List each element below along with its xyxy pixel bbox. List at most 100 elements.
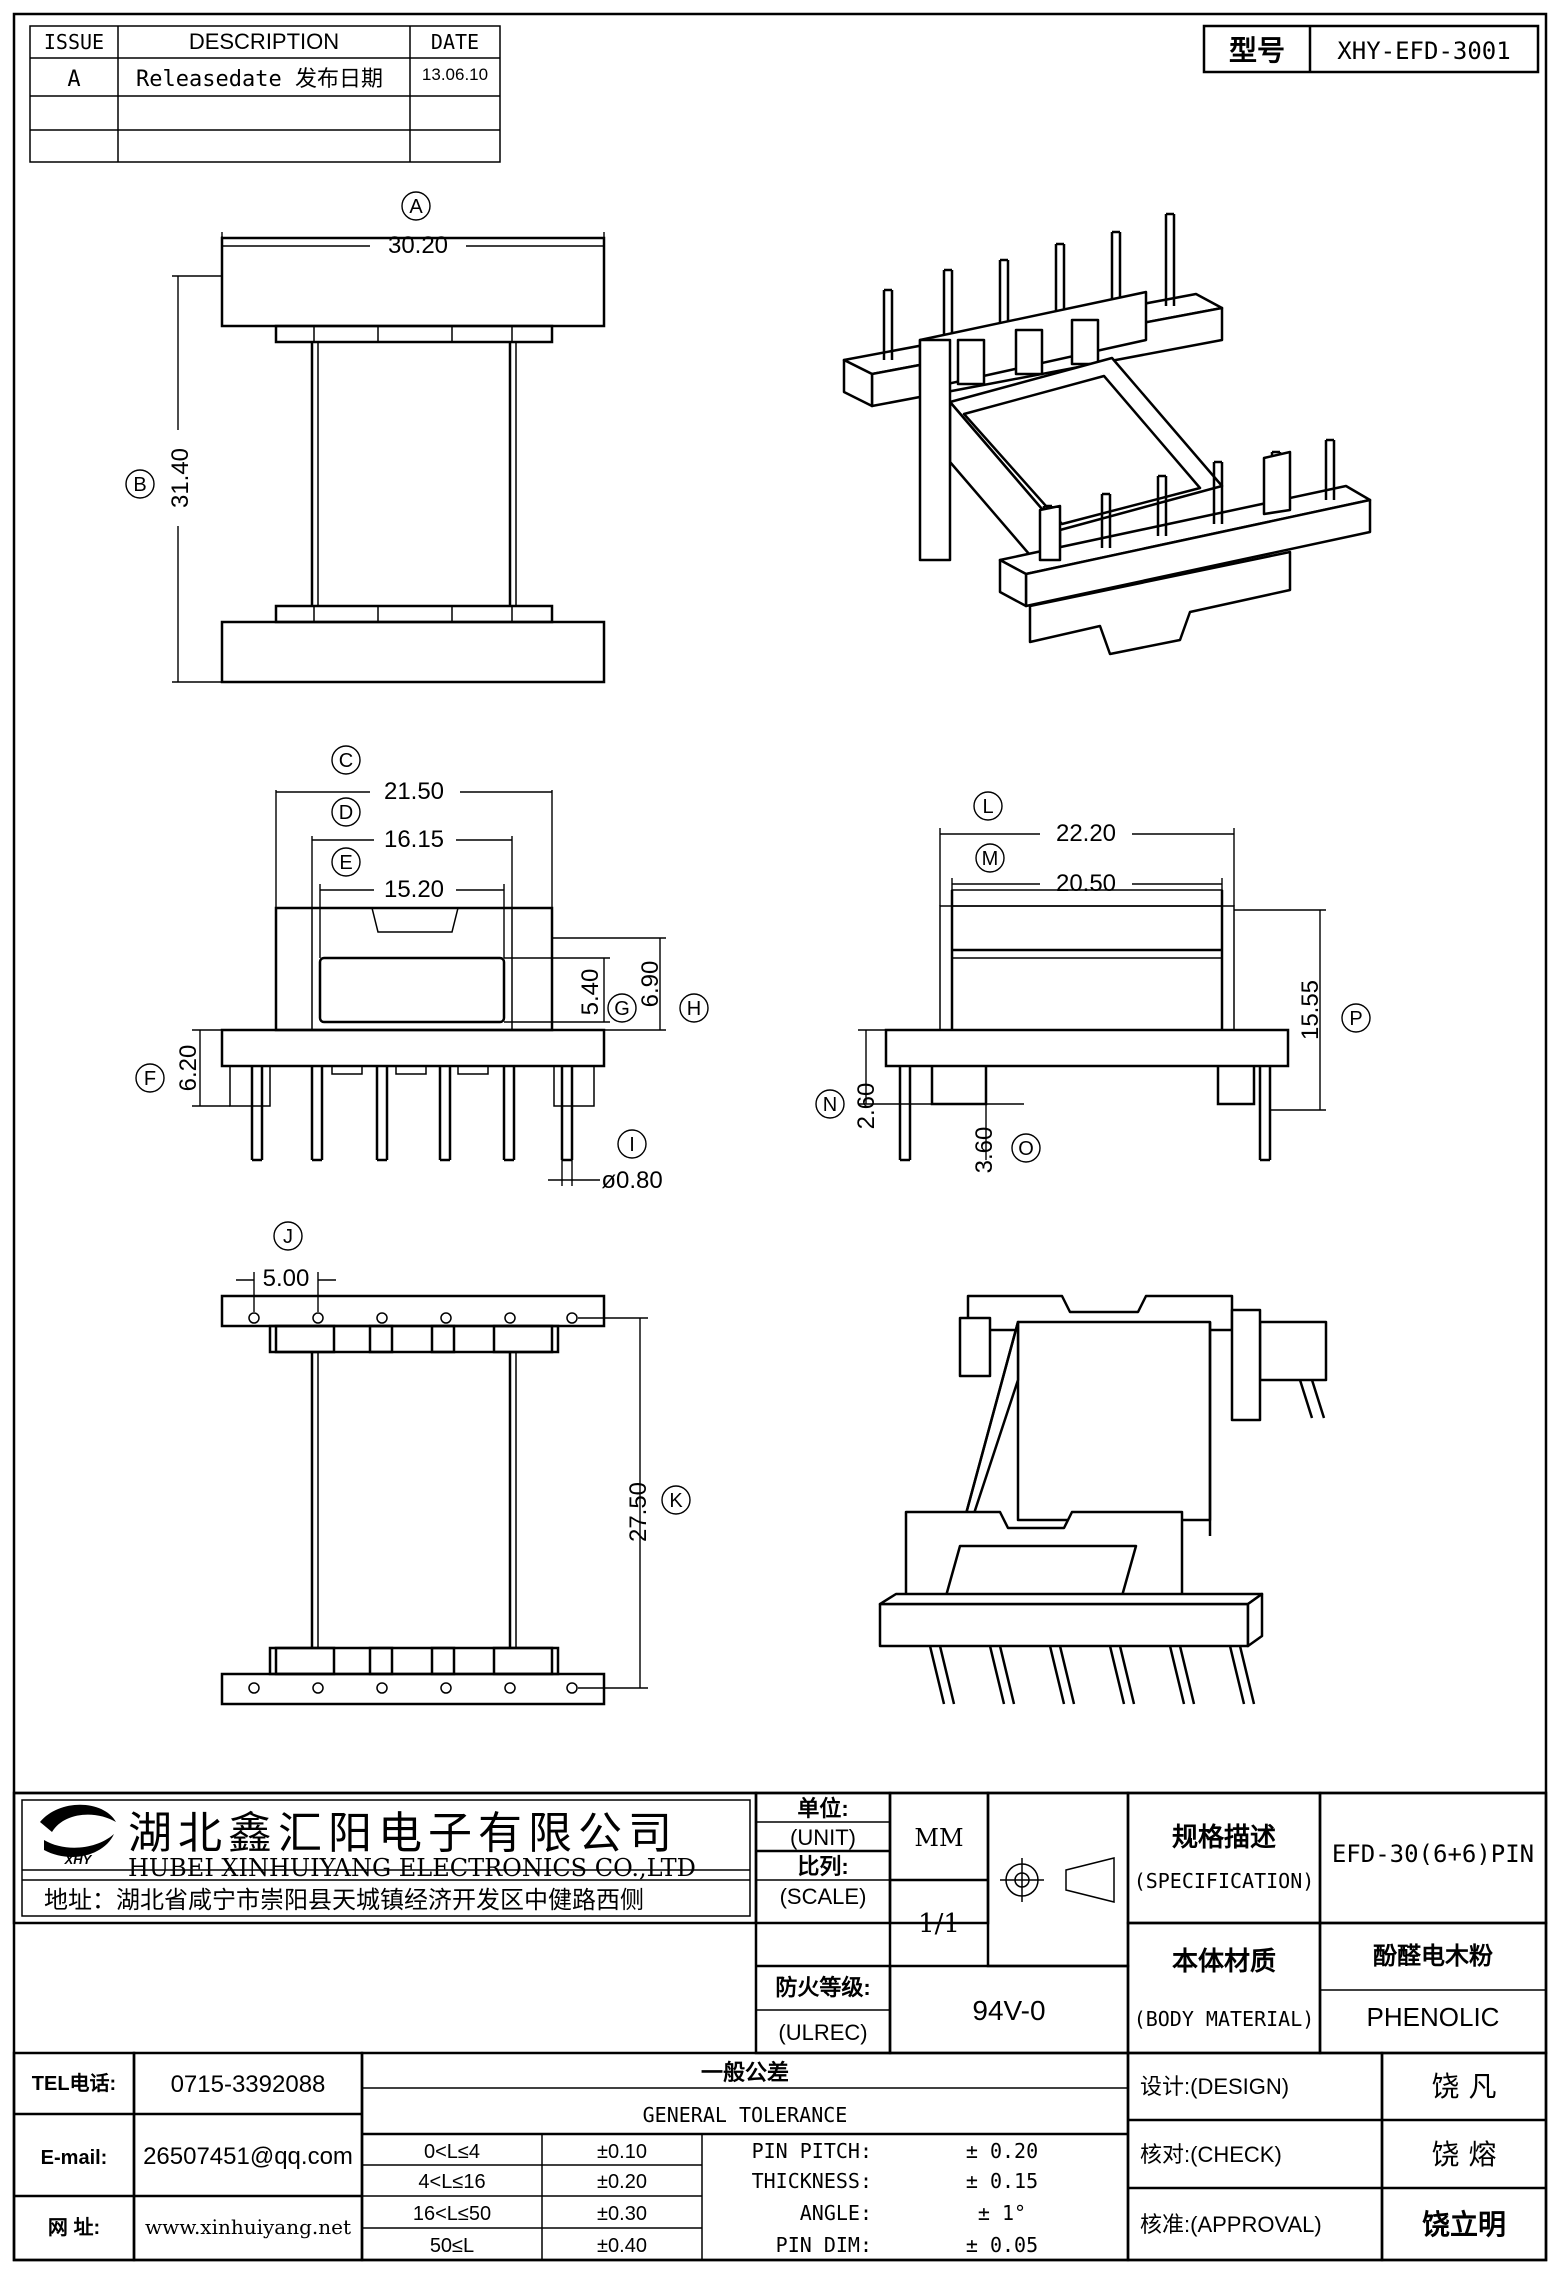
pin-spec-label: ANGLE: xyxy=(800,2201,872,2225)
tel-value: 0715-3392088 xyxy=(171,2071,326,2098)
unit-value: MM xyxy=(914,1824,963,1852)
spec-label-en: (SPECIFICATION) xyxy=(1134,1869,1315,1893)
front-view: C 21.50 D 16.15 E 15.20 F 6.20 G 5.40 H … xyxy=(135,745,709,1194)
dim-f-label: F xyxy=(144,1068,156,1090)
material-label-cn: 本体材质 xyxy=(1172,1946,1276,1976)
dim-b-value: 31.40 xyxy=(167,448,194,508)
dim-h-value: 6.90 xyxy=(637,961,664,1008)
isometric-view-bottom xyxy=(878,1294,1328,1705)
dim-j-value: 5.00 xyxy=(263,1265,310,1292)
dim-g-value: 5.40 xyxy=(577,969,604,1016)
tolerance-value: ±0.40 xyxy=(597,2235,647,2257)
web-label: 网 址: xyxy=(48,2216,100,2239)
tolerance-title-en: GENERAL TOLERANCE xyxy=(643,2103,848,2127)
design-label: 设计:(DESIGN) xyxy=(1140,2074,1289,2099)
scale-label-en: (SCALE) xyxy=(780,1884,867,1909)
dim-p-value: 15.55 xyxy=(1297,980,1324,1040)
dim-c-label: C xyxy=(339,750,353,772)
approval-value: 饶立明 xyxy=(1422,2208,1506,2241)
dim-l-value: 22.20 xyxy=(1056,820,1116,847)
dim-c-value: 21.50 xyxy=(384,778,444,805)
design-value: 饶 凡 xyxy=(1432,2070,1497,2103)
logo-text: XHY xyxy=(64,1852,93,1867)
company-logo: XHY xyxy=(40,1804,116,1867)
projection-symbol-icon xyxy=(1000,1857,1115,1903)
material-label-en: (BODY MATERIAL) xyxy=(1134,2007,1315,2031)
company-name-en: HUBEI XINHUIYANG ELECTRONICS CO.,LTD xyxy=(128,1854,696,1882)
dim-d-value: 16.15 xyxy=(384,826,444,853)
dim-i-value: ø0.80 xyxy=(601,1167,662,1194)
dim-l-label: L xyxy=(982,796,993,818)
dim-b-label: B xyxy=(133,474,146,496)
pin-spec-value: ± 0.05 xyxy=(966,2233,1038,2257)
title-block: XHY 湖北鑫汇阳电子有限公司 HUBEI XINHUIYANG ELECTRO… xyxy=(12,1791,1548,2262)
dim-h-label: H xyxy=(687,998,701,1020)
rev-header-issue: ISSUE xyxy=(44,30,104,54)
tolerance-range: 16<L≤50 xyxy=(413,2203,491,2225)
dim-d-label: D xyxy=(339,802,353,824)
rev-row-date: 13.06.10 xyxy=(422,65,488,84)
approval-label: 核准:(APPROVAL) xyxy=(1140,2212,1322,2237)
dim-f-value: 6.20 xyxy=(175,1045,202,1092)
pin-spec-table: PIN PITCH: ± 0.20 THICKNESS: ± 0.15 ANGL… xyxy=(752,2139,1039,2257)
company-name-cn: 湖北鑫汇阳电子有限公司 xyxy=(128,1808,678,1859)
bottom-view: J 5.00 K 27.50 xyxy=(220,1221,691,1706)
spec-label-cn: 规格描述 xyxy=(1172,1822,1276,1852)
isometric-view-top xyxy=(842,212,1372,656)
dim-i-label: I xyxy=(629,1134,635,1156)
dim-m-label: M xyxy=(982,848,999,870)
dim-o-label: O xyxy=(1018,1138,1034,1160)
pin-spec-value: ± 1° xyxy=(978,2201,1026,2225)
rev-row-issue: A xyxy=(67,67,80,92)
fire-value: 94V-0 xyxy=(972,1995,1045,2026)
unit-label-en: (UNIT) xyxy=(790,1825,856,1850)
tolerance-title-cn: 一般公差 xyxy=(701,2060,789,2085)
company-address: 地址：湖北省咸宁市崇阳县天城镇经济开发区中健路西侧 xyxy=(44,1886,644,1914)
dim-e-label: E xyxy=(339,852,352,874)
model-label: 型号 xyxy=(1229,35,1285,66)
material-value-cn: 酚醛电木粉 xyxy=(1373,1943,1493,1970)
pin-spec-label: PIN PITCH: xyxy=(752,2139,872,2163)
web-value: www.xinhuiyang.net xyxy=(145,2215,351,2239)
dim-n-label: N xyxy=(823,1094,837,1116)
dim-k-label: K xyxy=(669,1490,683,1512)
pin-spec-value: ± 0.15 xyxy=(966,2169,1038,2193)
fire-label-en: (ULREC) xyxy=(778,2020,867,2045)
pin-spec-value: ± 0.20 xyxy=(966,2139,1038,2163)
model-box: 型号 XHY-EFD-3001 xyxy=(1202,24,1540,74)
check-value: 饶 熔 xyxy=(1432,2138,1497,2171)
tolerance-value: ±0.30 xyxy=(597,2203,647,2225)
rev-header-description: DESCRIPTION xyxy=(189,29,339,54)
tolerance-range: 0<L≤4 xyxy=(424,2141,480,2163)
email-label: E-mail: xyxy=(41,2147,108,2169)
tolerance-range: 4<L≤16 xyxy=(418,2171,485,2193)
tel-label: TEL电话: xyxy=(32,2072,116,2095)
pin-spec-label: PIN DIM: xyxy=(776,2233,872,2257)
fire-label-cn: 防火等级: xyxy=(775,1975,870,2000)
dim-m-value: 20.50 xyxy=(1056,870,1116,897)
side-view: L 22.20 M 20.50 N 2.60 O 3.60 P 15.55 xyxy=(815,791,1371,1174)
spec-value: EFD-30(6+6)PIN xyxy=(1332,1840,1534,1868)
model-value: XHY-EFD-3001 xyxy=(1337,37,1510,65)
pin-spec-label: THICKNESS: xyxy=(752,2169,872,2193)
tolerance-table: 0<L≤4 ±0.10 4<L≤16 ±0.20 16<L≤50 ±0.30 5… xyxy=(413,2141,647,2257)
email-value: 26507451@qq.com xyxy=(143,2143,353,2170)
dim-k-value: 27.50 xyxy=(625,1482,652,1542)
tolerance-range: 50≤L xyxy=(430,2235,474,2257)
tolerance-value: ±0.10 xyxy=(597,2141,647,2163)
rev-row-description: Releasedate 发布日期 xyxy=(136,67,383,92)
dim-o-value: 3.60 xyxy=(971,1127,998,1174)
dim-p-label: P xyxy=(1349,1008,1362,1030)
dim-n-value: 2.60 xyxy=(853,1083,880,1130)
unit-label-cn: 单位: xyxy=(797,1796,848,1821)
rev-header-date: DATE xyxy=(431,30,479,54)
scale-value: 1/1 xyxy=(918,1909,960,1939)
material-value-en: PHENOLIC xyxy=(1367,2002,1500,2032)
dim-a-label: A xyxy=(409,196,423,218)
check-label: 核对:(CHECK) xyxy=(1140,2142,1282,2167)
top-view: A 30.20 B 31.40 xyxy=(125,191,606,684)
dim-j-label: J xyxy=(283,1226,293,1248)
revision-table: ISSUE DESCRIPTION DATE A Releasedate 发布日… xyxy=(29,25,501,163)
scale-label-cn: 比列: xyxy=(797,1854,848,1879)
